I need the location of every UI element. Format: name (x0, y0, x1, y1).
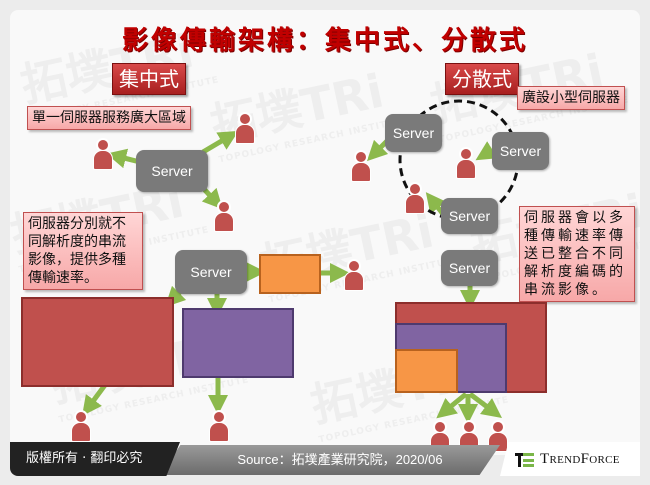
user-icon (92, 138, 114, 170)
user-icon (343, 259, 365, 291)
tag-centralized: 集中式 (112, 63, 186, 95)
tag-distributed: 分散式 (445, 63, 519, 95)
user-icon (404, 182, 426, 214)
source-citation: Source：拓墣產業研究院，2020/06 (237, 452, 443, 467)
server-node-streaming: Server (175, 250, 247, 294)
server-node-edge: Server (385, 114, 442, 152)
user-icon (234, 112, 256, 144)
stream-integrated-small (395, 349, 458, 393)
footer-band (160, 445, 500, 475)
page-title: 影像傳輸架構：集中式、分散式 (121, 26, 528, 56)
stream-small-resolution (259, 254, 321, 294)
server-node-central: Server (136, 150, 208, 192)
callout-single-server: 單一伺服器服務廣大區域 (27, 106, 191, 130)
callout-small-servers: 廣設小型伺服器 (517, 86, 625, 110)
user-icon (455, 147, 477, 179)
callout-multi-resolution: 伺服器分別就不 同解析度的串流 影像，提供多種 傳輸速率。 (23, 212, 143, 290)
stream-medium-resolution (182, 308, 294, 378)
user-icon (487, 420, 509, 452)
server-node-edge: Server (492, 132, 549, 170)
brand-name: TrendForce (540, 451, 620, 467)
user-icon (350, 150, 372, 182)
stream-large-resolution (21, 297, 174, 387)
trendforce-logo-icon (515, 453, 534, 467)
callout-integrated-stream: 伺服器會以多 種傳輸速率傳 送已整合不同 解析度編碼的 串流影像。 (519, 206, 635, 302)
user-icon (208, 410, 230, 442)
user-icon (213, 200, 235, 232)
server-node-integrated: Server (441, 250, 498, 286)
server-node-edge: Server (441, 198, 498, 234)
user-icon (70, 410, 92, 442)
copyright-notice: 版權所有 · 翻印必究 (10, 442, 180, 476)
